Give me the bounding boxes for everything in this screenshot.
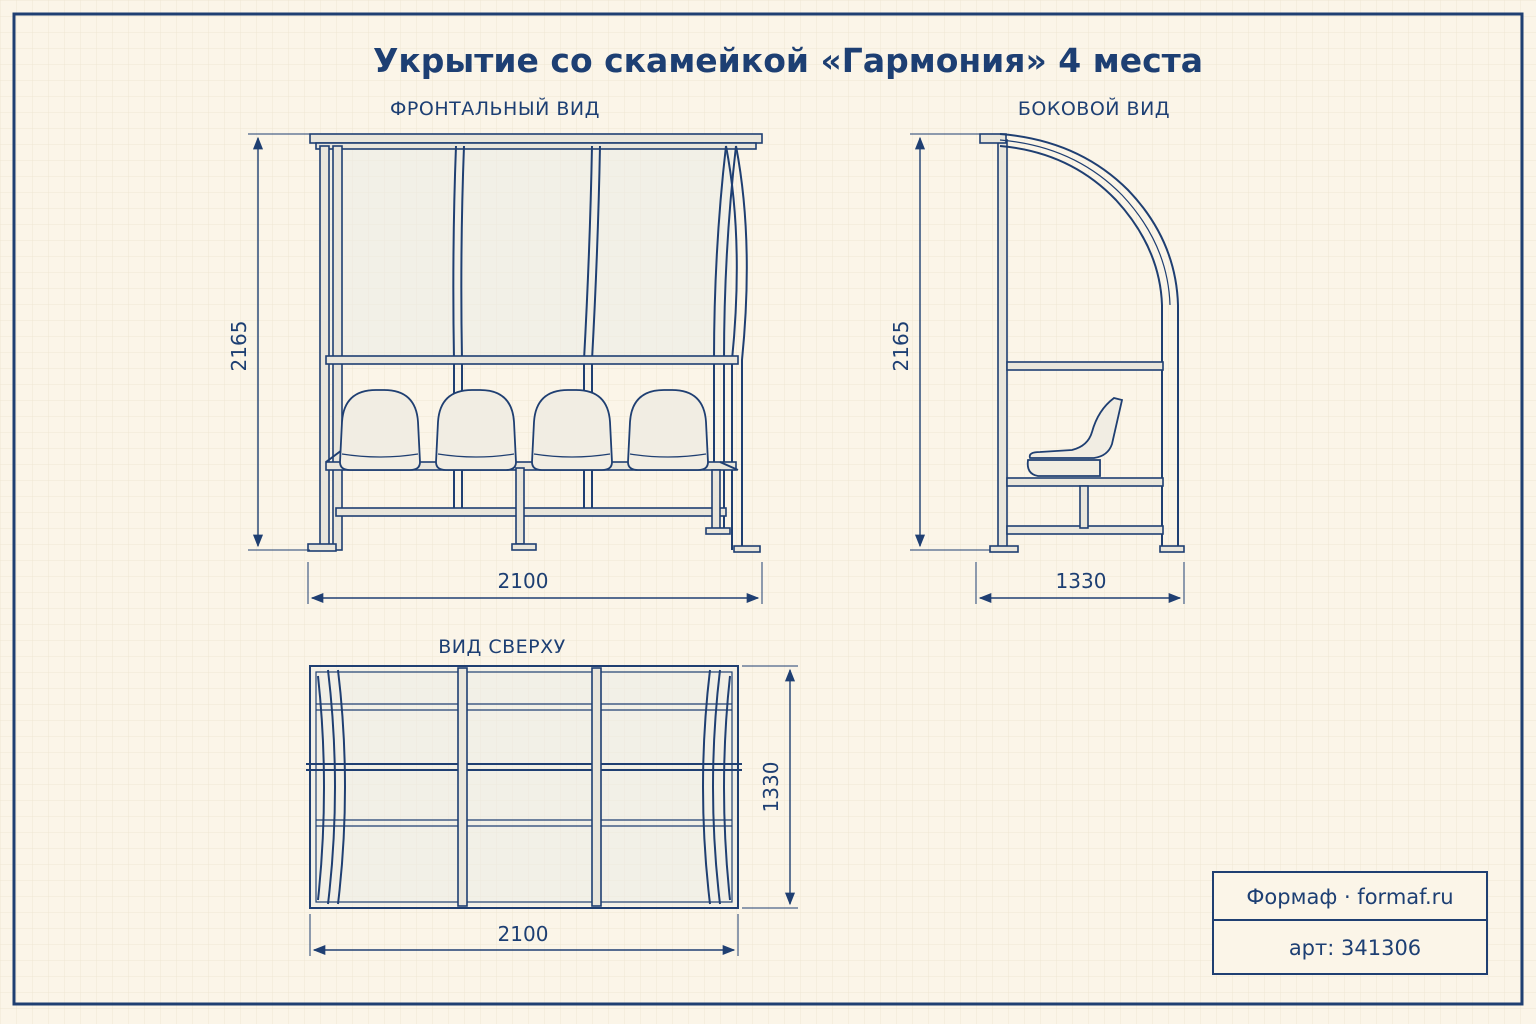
top-view-frame	[306, 665, 742, 909]
front-width-dimension: 2100	[307, 562, 763, 604]
stamp-article: арт: 341306	[1289, 936, 1421, 960]
side-view-label: БОКОВОЙ ВИД	[1018, 97, 1170, 120]
front-width-value: 2100	[498, 569, 549, 593]
seat-1	[339, 389, 421, 471]
side-view-frame	[979, 133, 1185, 553]
side-depth-value: 1330	[1056, 569, 1107, 593]
side-height-dimension: 2165	[889, 133, 990, 551]
top-depth-value: 1330	[759, 762, 783, 813]
front-view-label: ФРОНТАЛЬНЫЙ ВИД	[390, 97, 600, 120]
top-depth-dimension: 1330	[742, 665, 798, 909]
front-height-value: 2165	[227, 321, 251, 372]
drawing-title: Укрытие со скамейкой «Гармония» 4 места	[373, 41, 1203, 80]
side-view: БОКОВОЙ ВИД 2165	[889, 97, 1185, 604]
seat-4	[627, 389, 709, 471]
side-view-seat	[1026, 397, 1124, 477]
front-view-frame	[307, 133, 763, 553]
top-view: ВИД СВЕРХУ	[306, 636, 798, 956]
sheet-border	[12, 12, 1524, 1006]
title-block: Формаф · formaf.ru арт: 341306	[1212, 871, 1488, 975]
top-width-dimension: 2100	[309, 914, 739, 956]
side-depth-dimension: 1330	[975, 562, 1185, 604]
stamp-brand: Формаф · formaf.ru	[1246, 885, 1453, 909]
side-height-value: 2165	[889, 321, 913, 372]
top-width-value: 2100	[498, 922, 549, 946]
front-view: ФРОНТАЛЬНЫЙ ВИД	[227, 97, 763, 604]
top-view-label: ВИД СВЕРХУ	[438, 636, 566, 658]
front-height-dimension: 2165	[227, 133, 310, 551]
seat-3	[531, 389, 613, 471]
seat-2	[435, 389, 517, 471]
